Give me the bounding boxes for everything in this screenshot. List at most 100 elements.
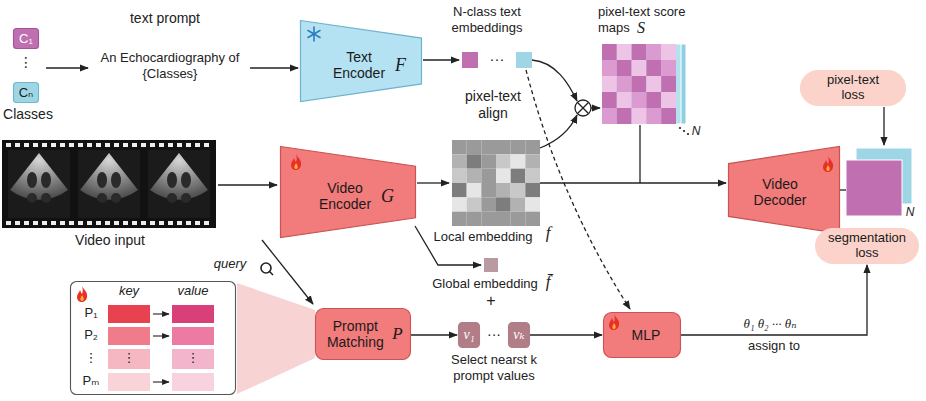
pool-text: P₁ [78,306,104,321]
prompt-key [108,305,150,323]
score-cell [632,108,647,124]
score-cell [646,44,661,60]
flow-arrow [417,182,449,183]
score-cell [632,44,647,60]
embedding-cell [511,212,526,226]
trapezoid [729,147,840,234]
trainable-icon [823,156,833,172]
multiply-symbol [577,102,588,113]
ellipsis-dot [679,127,681,129]
score-cell [661,44,676,60]
embedding-cell [496,169,511,183]
node-content: Video EncoderG [314,180,394,212]
node-label: MLP [632,327,661,343]
caption-text: pixel-text align [455,88,531,122]
embedding-cell [496,154,511,168]
heart-chamber [111,193,121,203]
film-hole [96,221,101,225]
film-hole [24,143,29,147]
embedding-cell [525,183,540,197]
embedding-cell [511,154,526,168]
embedding-cell [467,212,482,226]
score-cell [617,108,632,124]
node-content: Text EncoderF [328,49,406,81]
film-hole [33,221,38,225]
embedding-cell [511,140,526,154]
connector [681,265,867,335]
caption-text: Global embedding [430,276,540,292]
key-value-arrow [153,313,169,314]
node-content: Cₙ [19,85,34,100]
frame-ground [78,150,140,218]
flame-core [80,295,83,301]
node-label: Video Decoder [749,176,811,208]
box [14,29,39,49]
embedding-cell [511,183,526,197]
caption-text: Video input [60,232,160,249]
multiply-symbol [575,100,591,116]
film-hole [105,221,110,225]
film-hole [33,143,38,147]
snowflake-icon [308,31,320,38]
film-hole [60,221,65,225]
node-content: Video Decoder [749,176,811,208]
embedding-cell [525,212,540,226]
embedding-cell [452,212,467,226]
score-cell [661,76,676,92]
score-cell [602,76,617,92]
pool-text: key [108,284,150,299]
film-hole [150,143,155,147]
embedding-cell [481,197,496,211]
node-label: C₁ [19,31,33,46]
film-hole [159,221,164,225]
node-content: segmentation loss [821,231,913,261]
heart-chamber [111,172,121,188]
math-symbol: G [381,186,394,207]
film-hole [105,143,110,147]
caption-text: pixel-text score maps [598,4,706,35]
embedding-cell [452,183,467,197]
film-hole [96,143,101,147]
flow-arrow [250,67,298,68]
trapezoid [301,21,422,102]
film-hole [204,221,209,225]
heart-chamber [181,172,191,188]
embedding-cell [467,140,482,154]
caption-text: query [208,256,252,272]
score-map-layer [607,44,681,124]
flow-arrow [218,184,277,185]
film-hole [150,221,155,225]
merge-line [639,125,640,183]
node-label: Text Encoder [328,49,390,81]
caption-text: text prompt [110,10,220,27]
math-symbol: f [541,223,555,243]
node-label: v₁ [463,327,474,343]
film-hole [87,221,92,225]
echo-frame [78,150,140,218]
embedding-cell [481,169,496,183]
trainable-icon [609,314,619,330]
video-encoder: Video EncoderG [280,146,416,238]
snowflake-icon [308,31,320,38]
box [459,323,480,348]
score-cell [617,92,632,108]
plus-sign: + [482,291,500,310]
video-decoder: Video Decoder [728,146,840,234]
ultrasound-fan [10,153,68,200]
prompt-value [172,305,214,323]
trainable-icon [77,286,87,302]
frame-ground [148,150,210,218]
heart-chamber [41,193,51,203]
multiply-symbol [577,102,588,113]
connector [530,334,602,335]
align-arrow [532,60,577,101]
embedding-cell [511,197,526,211]
film-hole [69,143,74,147]
node-label: segmentation loss [821,231,913,261]
math-symbol: P [392,324,402,344]
film-hole [15,221,20,225]
text-embedding [462,52,478,68]
embedding-cell [481,183,496,197]
embedding-cell [525,169,540,183]
embedding-cell [467,169,482,183]
